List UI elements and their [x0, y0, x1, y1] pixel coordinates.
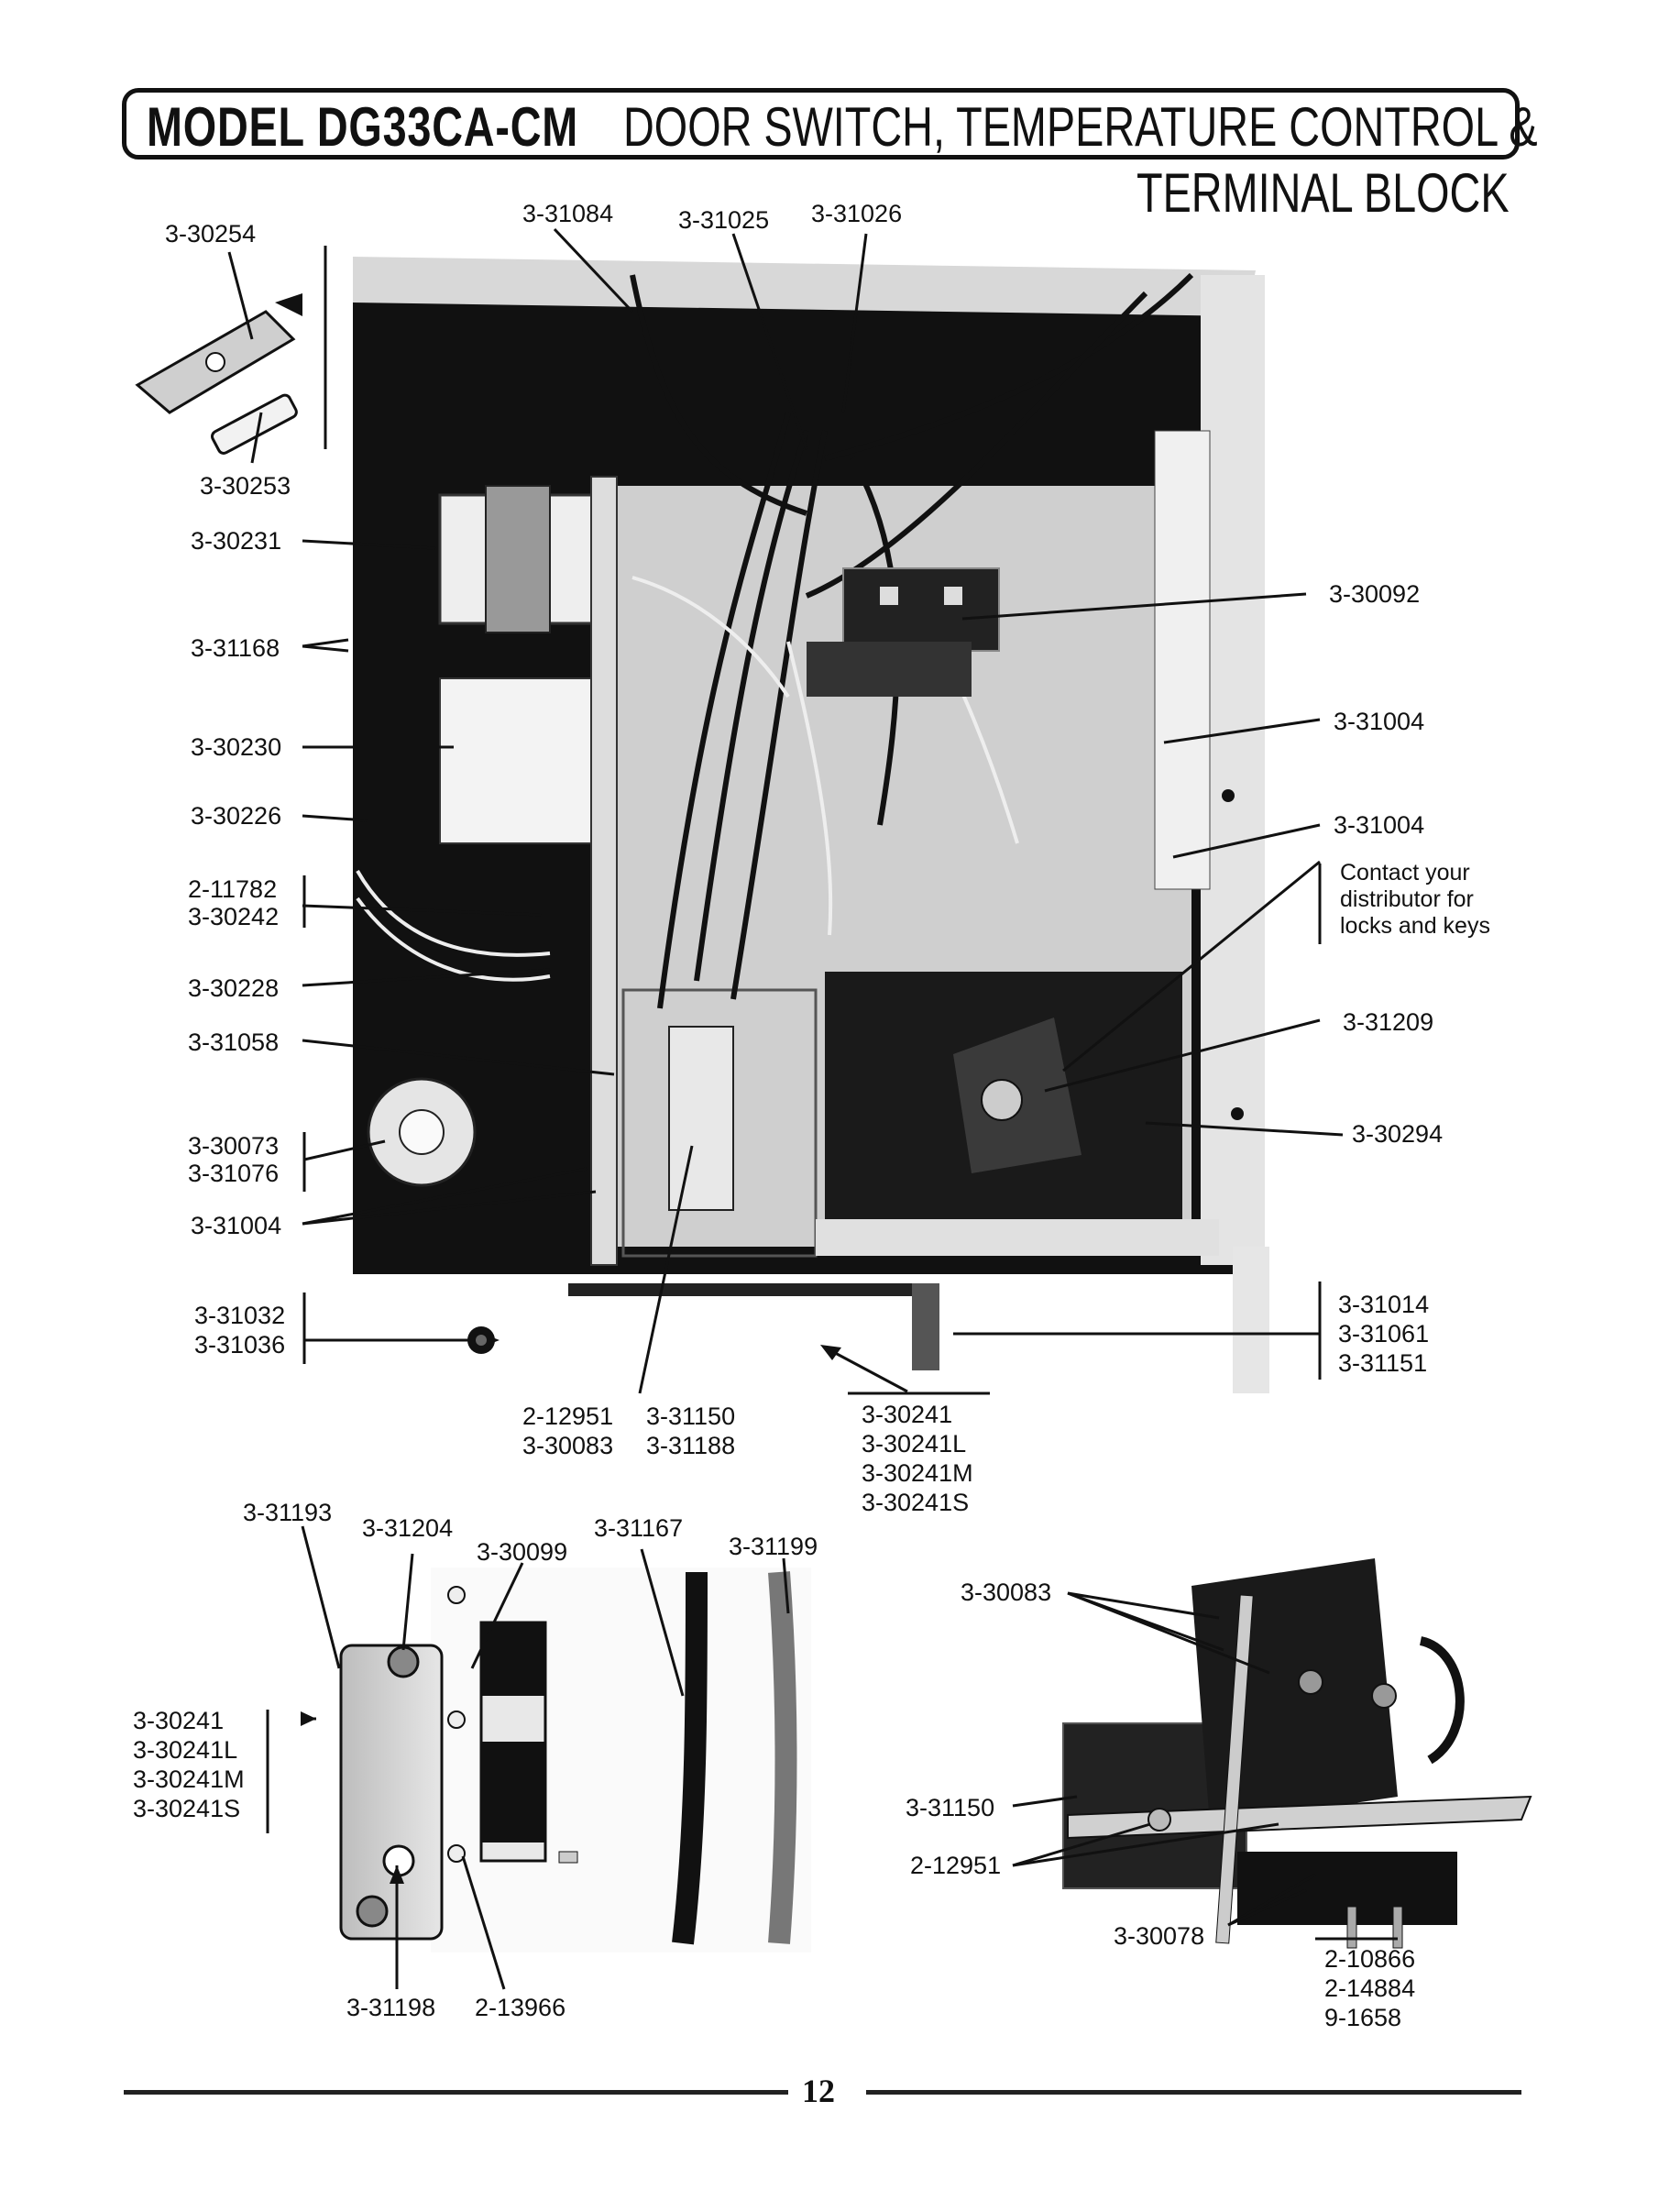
fuse-holder-drawing: [135, 293, 302, 455]
part-label: 3-30228: [188, 974, 280, 1002]
section-title-continued: TERMINAL BLOCK: [1136, 162, 1510, 224]
model-title: MODEL DG33CA-CM: [147, 96, 579, 158]
part-label: 3-31061: [1338, 1320, 1430, 1348]
part-label: 2-13966: [475, 1994, 566, 2021]
part-label: 3-31025: [678, 206, 770, 234]
part-label: 3-30242: [188, 903, 280, 930]
part-label: 3-31198: [346, 1994, 436, 2021]
part-label: 3-30230: [191, 733, 282, 761]
part-label: 3-30241L: [862, 1430, 967, 1458]
part-label: 3-30241: [862, 1401, 953, 1428]
cabinet-photo: [353, 257, 1269, 1393]
page-number: 12: [802, 2073, 835, 2109]
part-label: 3-31167: [594, 1514, 684, 1542]
part-label: 3-31032: [194, 1302, 286, 1329]
part-label: 2-11782: [188, 875, 278, 903]
part-label: 3-30241S: [133, 1795, 241, 1822]
part-label: 3-31168: [191, 634, 280, 662]
part-label: 3-31193: [243, 1499, 333, 1526]
part-label: 3-30099: [477, 1538, 568, 1566]
part-label: 9-1658: [1324, 2004, 1402, 2031]
part-label: 2-10866: [1324, 1945, 1416, 1973]
footer-rule-right: [866, 2090, 1521, 2095]
part-label: 3-31204: [362, 1514, 454, 1542]
part-label: 3-31026: [811, 200, 903, 227]
note-line: Contact your: [1340, 860, 1470, 886]
part-label: 3-30241M: [862, 1459, 973, 1487]
part-label: 3-30073: [188, 1132, 280, 1160]
footer-rule-left: [124, 2090, 788, 2095]
part-label: 3-31150: [906, 1794, 995, 1821]
part-label: 3-31036: [194, 1331, 286, 1358]
part-label: 3-30294: [1352, 1120, 1444, 1148]
part-label: 3-31209: [1343, 1008, 1434, 1036]
door-strip-photo: [431, 1568, 811, 1952]
part-label: 3-31199: [729, 1533, 818, 1560]
part-label: 3-30241L: [133, 1736, 238, 1764]
part-label: 3-31004: [1334, 708, 1425, 735]
screw-drawing: [467, 1326, 495, 1354]
part-label: 3-31004: [1334, 811, 1425, 839]
note-line: distributor for: [1340, 886, 1474, 912]
part-label: 3-30253: [200, 472, 291, 500]
leader-lines: [227, 227, 1398, 1990]
part-label: 3-30083: [522, 1432, 614, 1459]
part-label: 3-31004: [191, 1212, 282, 1239]
part-label: 3-31014: [1338, 1291, 1430, 1318]
part-label: 3-30241: [133, 1707, 225, 1734]
strike-plate-drawing: [339, 1644, 444, 1941]
part-label: 3-30241M: [133, 1766, 245, 1793]
part-label: 3-30226: [191, 802, 282, 830]
part-label: 2-12951: [910, 1852, 1002, 1879]
part-label: 3-30092: [1329, 580, 1421, 608]
door-switch-photo: [1062, 1558, 1532, 1949]
part-label: 2-14884: [1324, 1974, 1416, 2002]
section-title: DOOR SWITCH, TEMPERATURE CONTROL &: [623, 96, 1538, 158]
part-label: 3-31151: [1338, 1349, 1428, 1377]
note-line: locks and keys: [1340, 913, 1490, 939]
part-label: 3-30231: [191, 527, 282, 555]
part-label: 3-31058: [188, 1028, 280, 1056]
part-label: 3-31076: [188, 1160, 280, 1187]
part-label: 3-30254: [165, 220, 257, 248]
part-label: 3-30078: [1114, 1922, 1205, 1950]
part-label: 3-31188: [646, 1432, 736, 1459]
part-label: 3-31150: [646, 1402, 736, 1430]
title-frame: [122, 88, 1520, 160]
part-label: 3-30241S: [862, 1489, 970, 1516]
part-label: 3-31084: [522, 200, 614, 227]
part-label: 3-30083: [961, 1578, 1052, 1606]
part-label: 2-12951: [522, 1402, 614, 1430]
